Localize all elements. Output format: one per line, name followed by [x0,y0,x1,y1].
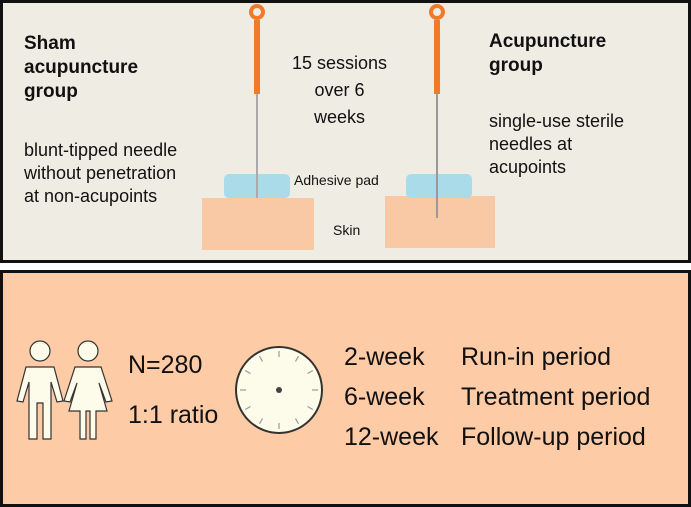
needle-handle-acupuncture [434,20,440,94]
needle-ring-acupuncture [429,4,445,20]
clock-tick [307,369,314,375]
needle-handle-sham [254,20,260,94]
skin-block-sham [202,198,314,250]
adhesive-pad-label: Adhesive pad [294,172,379,188]
period-name: Treatment period [461,383,651,411]
needle-ring-sham [249,4,265,20]
allocation-ratio: 1:1 ratio [128,401,219,429]
needle-illustration [202,4,495,250]
sample-size: N=280 [128,351,203,379]
clock-tick [258,355,264,362]
adhesive-pad-acupuncture [406,174,472,198]
period-name: Follow-up period [461,423,646,451]
study-design-panel [0,270,691,507]
period-duration: 2-week [344,343,425,371]
clock-tick [244,369,251,375]
clock-tick [244,405,251,411]
clock-tick [294,355,300,362]
clock-icon [235,346,323,434]
period-duration: 12-week [344,423,439,451]
skin-block-acupuncture [385,196,495,248]
period-name: Run-in period [461,343,612,371]
skin-label: Skin [333,222,361,238]
intervention-panel [0,0,691,263]
period-names: Run-in period Treatment period Follow-up… [461,337,650,457]
couple-icon [16,340,113,440]
period-duration: 6-week [344,383,425,411]
clock-tick [258,418,264,425]
clock-tick [307,405,314,411]
period-durations: 2-week 6-week 12-week [344,337,439,457]
clock-tick [294,418,300,425]
